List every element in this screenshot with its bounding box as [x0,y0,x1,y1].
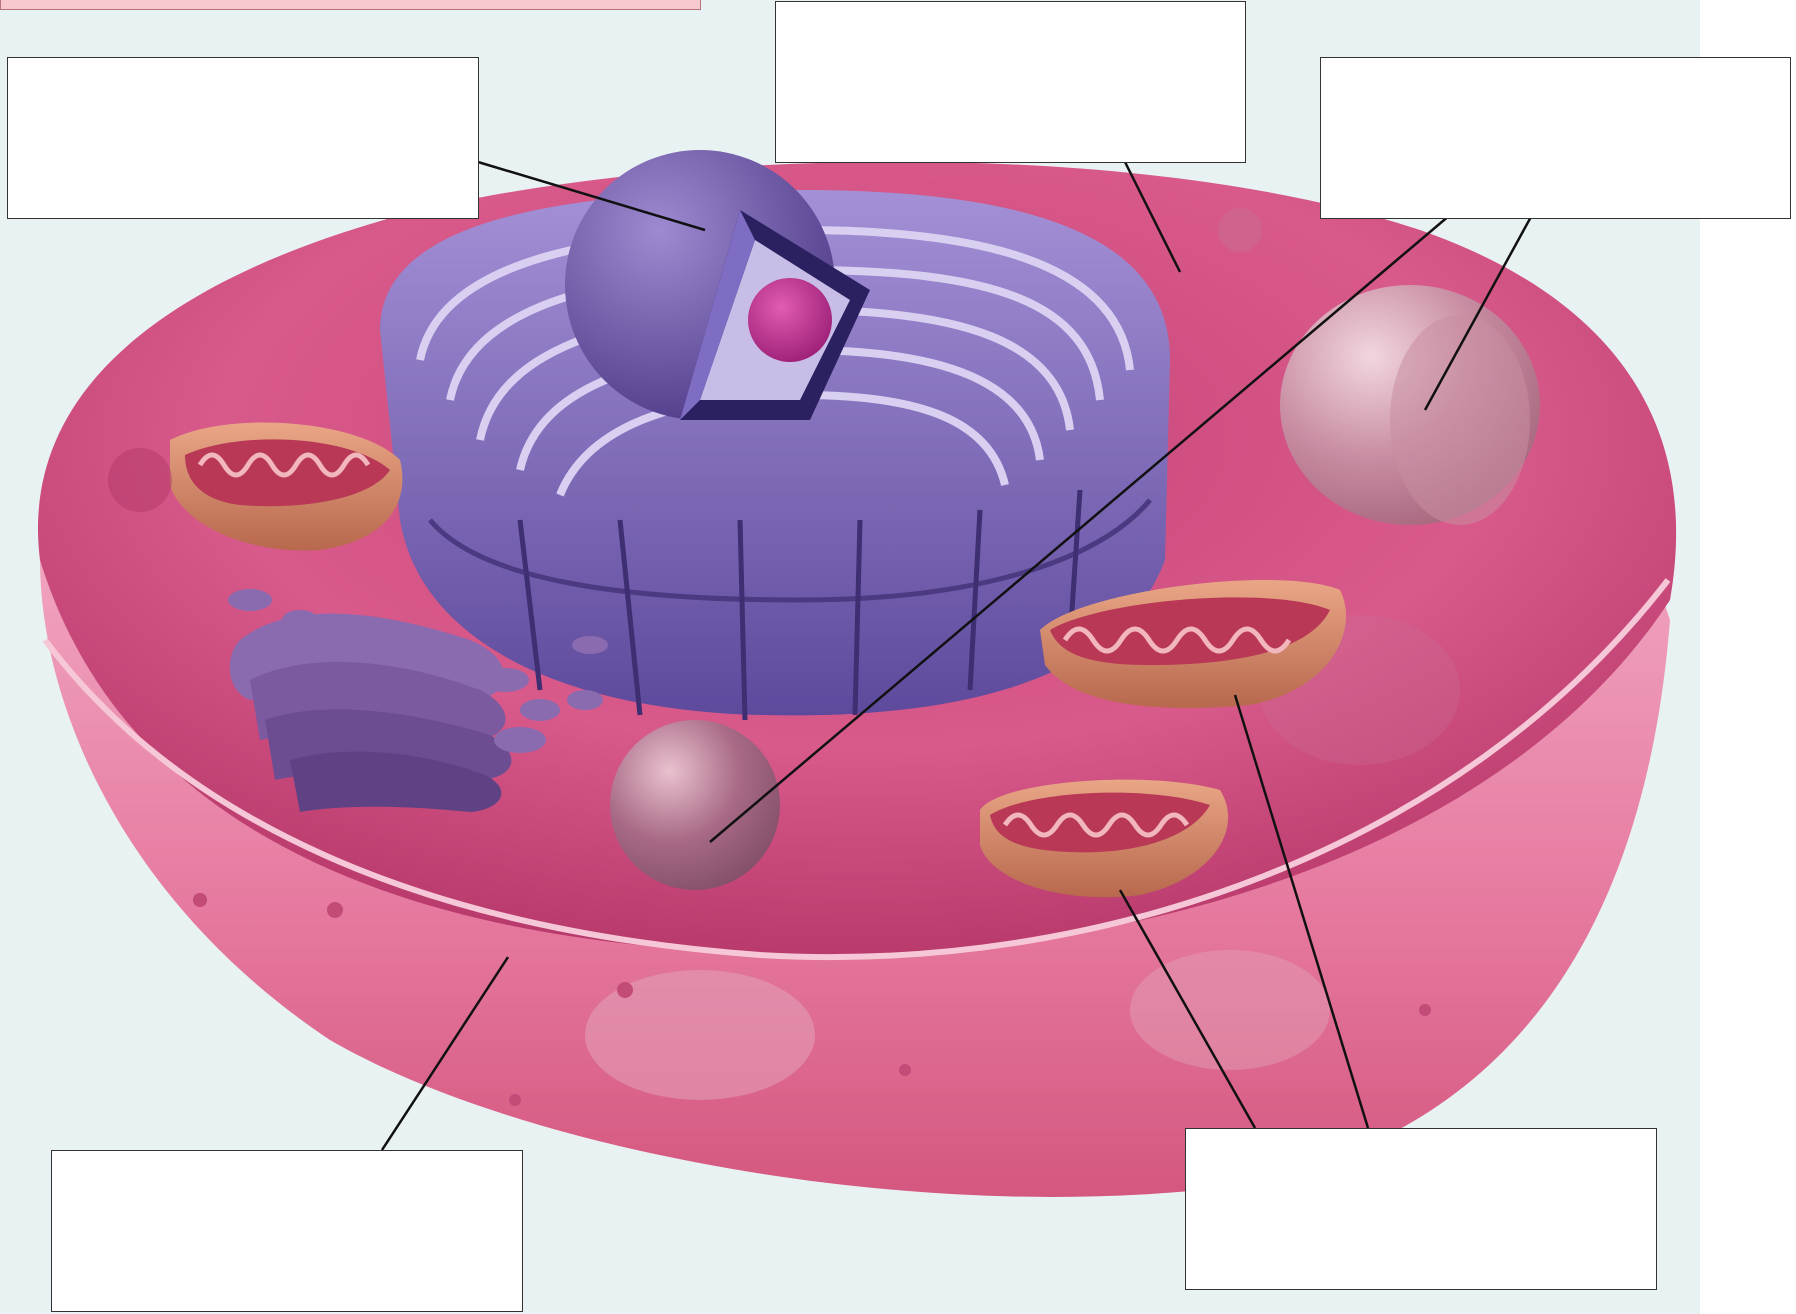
label-box-top-center[interactable] [775,1,1246,163]
pore [1419,1004,1431,1016]
pore [509,1094,521,1106]
small-vesicle [108,448,172,512]
pore [327,902,343,918]
label-box-top-right[interactable] [1320,57,1791,219]
label-box-top-left[interactable] [7,57,479,219]
nucleolus [748,278,832,362]
faint-vacuole [1130,950,1330,1070]
title-strip [0,0,701,10]
pore [193,893,207,907]
label-box-bottom-left[interactable] [51,1150,523,1312]
pore [899,1064,911,1076]
label-box-bottom-right[interactable] [1185,1128,1657,1290]
small-vesicle [1218,208,1262,252]
pore [617,982,633,998]
